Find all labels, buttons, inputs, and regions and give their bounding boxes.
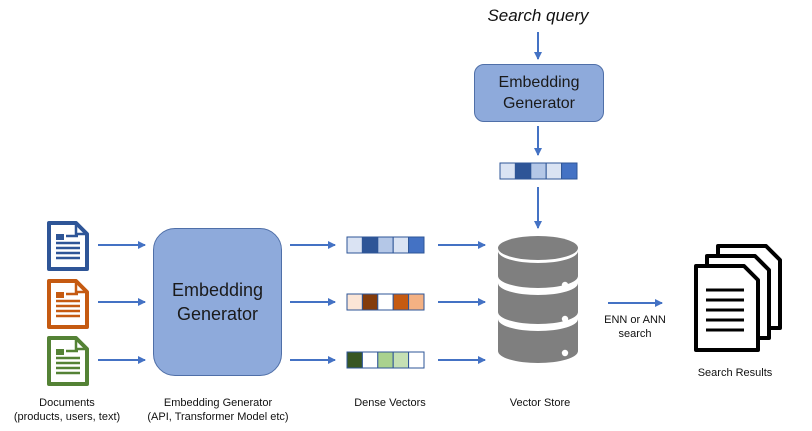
- documents-caption-line2: (products, users, text): [13, 411, 121, 423]
- dense-vector-row: [346, 236, 425, 254]
- vector-cell: [346, 351, 363, 369]
- search-label-line2: search: [618, 328, 652, 340]
- generator-caption-line1: Embedding Generator: [163, 397, 273, 409]
- generator-caption-line2: (API, Transformer Model etc): [147, 411, 289, 423]
- query-generator-line2: Generator: [502, 95, 576, 112]
- document-embedding-generator: Embedding Generator: [153, 228, 282, 376]
- vector-cell: [392, 293, 410, 311]
- documents-caption: Documents (products, users, text): [2, 396, 132, 424]
- vector-cell: [377, 236, 394, 254]
- search-query-label: Search query: [487, 6, 589, 25]
- vector-cell: [346, 293, 363, 311]
- database-icon: [498, 236, 578, 363]
- document-icons: [47, 221, 89, 386]
- vector-cell: [408, 236, 425, 254]
- blue-document-icon: [47, 221, 89, 271]
- query-embedding-generator: Embedding Generator: [474, 64, 604, 122]
- query-generator-line1: Embedding: [498, 74, 580, 91]
- generator-caption: Embedding Generator (API, Transformer Mo…: [140, 396, 296, 424]
- vector-cell: [361, 293, 379, 311]
- orange-document-icon: [47, 279, 89, 329]
- main-generator-line2: Generator: [176, 304, 259, 324]
- vector-cell: [361, 351, 379, 369]
- vector-cell: [499, 162, 516, 180]
- dense-vectors-caption: Dense Vectors: [354, 397, 426, 409]
- vector-cell: [545, 162, 563, 180]
- query-vector: [499, 162, 578, 180]
- enn-ann-search-label: ENN or ANN search: [600, 313, 670, 341]
- search-results-icon: [694, 244, 782, 352]
- vector-cell: [561, 162, 578, 180]
- green-document-icon: [47, 336, 89, 386]
- vector-cell: [346, 236, 363, 254]
- vector-cell: [514, 162, 532, 180]
- main-generator-line1: Embedding: [171, 280, 264, 300]
- vector-cell: [361, 236, 379, 254]
- documents-caption-line1: Documents: [39, 397, 95, 409]
- vector-cell: [408, 293, 425, 311]
- arrows: [98, 32, 663, 364]
- vector-store-caption: Vector Store: [509, 397, 571, 409]
- search-label-line1: ENN or ANN: [604, 314, 666, 326]
- dense-vector-row: [346, 293, 425, 311]
- dense-vectors: [346, 162, 578, 369]
- vector-cell: [392, 351, 410, 369]
- vector-cell: [408, 351, 425, 369]
- dense-vector-row: [346, 351, 425, 369]
- vector-cell: [392, 236, 410, 254]
- search-results-caption: Search Results: [697, 367, 773, 379]
- vector-cell: [530, 162, 547, 180]
- vector-cell: [377, 293, 394, 311]
- vector-cell: [377, 351, 394, 369]
